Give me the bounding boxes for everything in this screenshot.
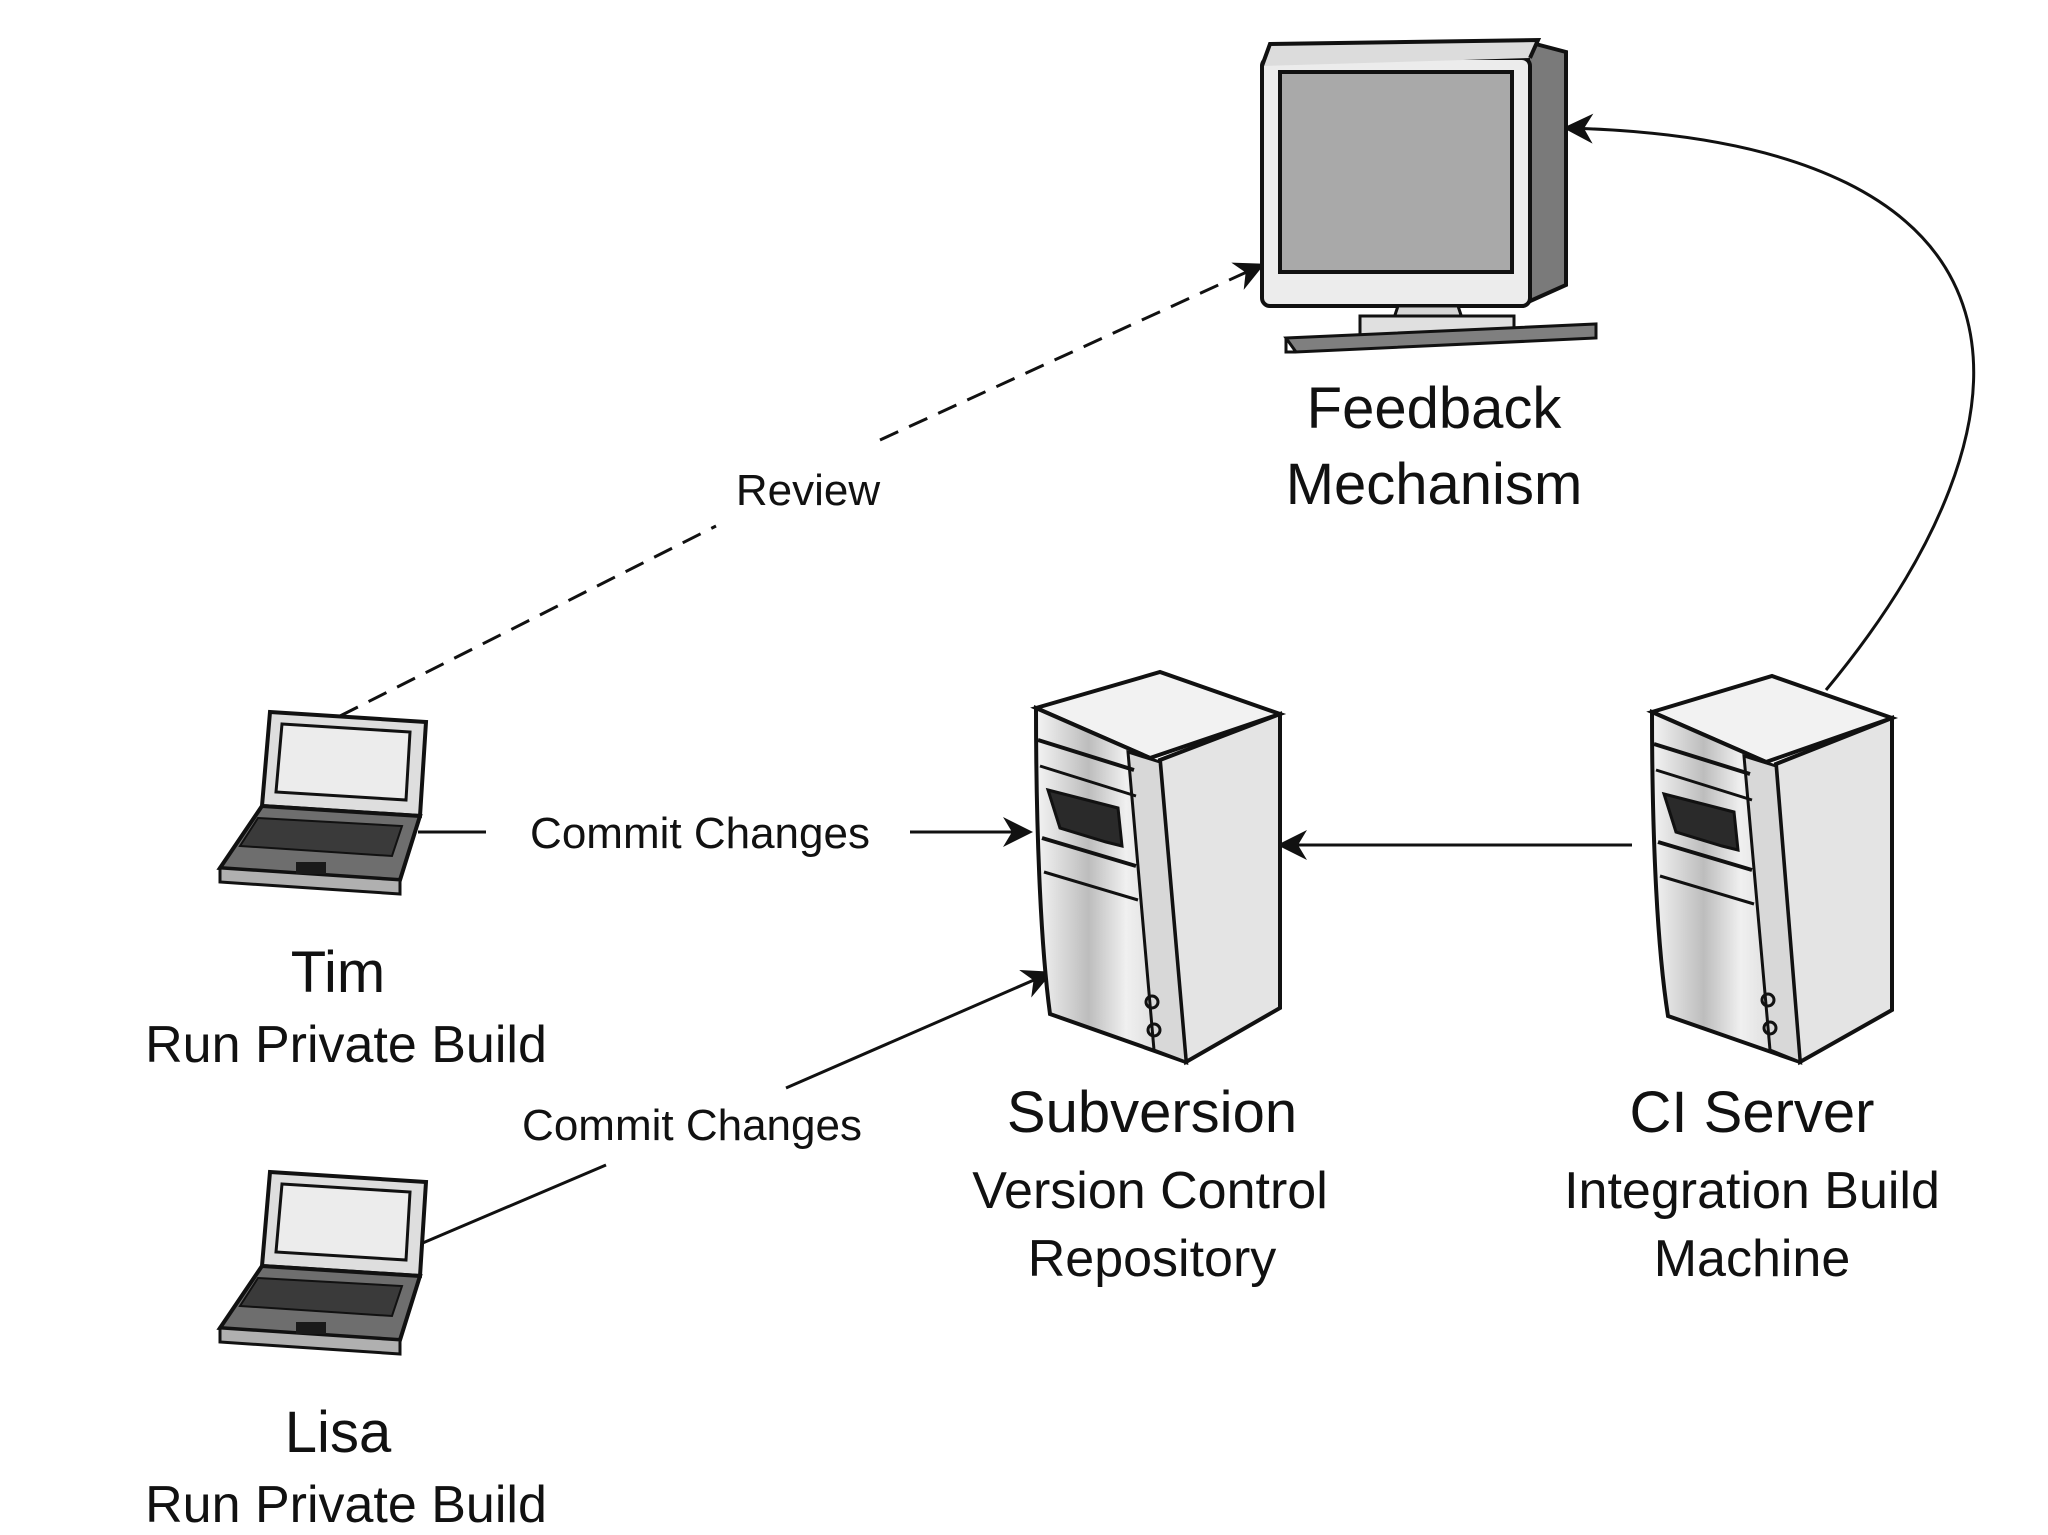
laptop-icon: [216, 1169, 429, 1356]
subversion-title: Subversion: [1007, 1080, 1297, 1145]
ci-server-line2: Machine: [1654, 1230, 1851, 1288]
node-ci-server: CI Server Integration Build Machine: [1564, 673, 1940, 1288]
edge-ci-to-feedback: [1563, 113, 1976, 691]
commit-lisa-arrow: [785, 970, 1053, 1090]
review-arrow-lower: [339, 524, 717, 718]
node-tim: Tim Run Private Build: [145, 709, 547, 1074]
laptop-icon: [216, 709, 429, 896]
ci-to-feedback-arrow: [1563, 113, 1976, 691]
node-lisa: Lisa Run Private Build: [145, 1169, 547, 1534]
review-arrow-upper: [879, 262, 1265, 442]
feedback-subtitle: Mechanism: [1286, 452, 1583, 517]
subversion-line2: Repository: [1028, 1230, 1277, 1288]
lisa-title: Lisa: [285, 1400, 392, 1465]
edge-commit-tim: Commit Changes: [418, 809, 1033, 858]
subversion-line1: Version Control: [972, 1162, 1328, 1220]
server-icon: [1030, 669, 1287, 1066]
commit-lisa-line-lower: [417, 1163, 607, 1247]
commit-lisa-label: Commit Changes: [522, 1101, 862, 1150]
ci-server-title: CI Server: [1630, 1080, 1875, 1145]
node-subversion: Subversion Version Control Repository: [972, 669, 1328, 1288]
commit-tim-label: Commit Changes: [530, 809, 870, 858]
tim-subtitle: Run Private Build: [145, 1016, 547, 1074]
tim-title: Tim: [291, 940, 385, 1005]
feedback-title: Feedback: [1307, 376, 1563, 441]
node-feedback: Feedback Mechanism: [1260, 37, 1598, 517]
lisa-subtitle: Run Private Build: [145, 1476, 547, 1534]
review-label: Review: [736, 466, 880, 515]
server-icon: [1646, 673, 1899, 1066]
ci-server-line1: Integration Build: [1564, 1162, 1940, 1220]
edge-commit-lisa: Commit Changes: [417, 970, 1053, 1247]
edge-review: Review: [339, 262, 1265, 718]
monitor-icon: [1260, 37, 1598, 354]
